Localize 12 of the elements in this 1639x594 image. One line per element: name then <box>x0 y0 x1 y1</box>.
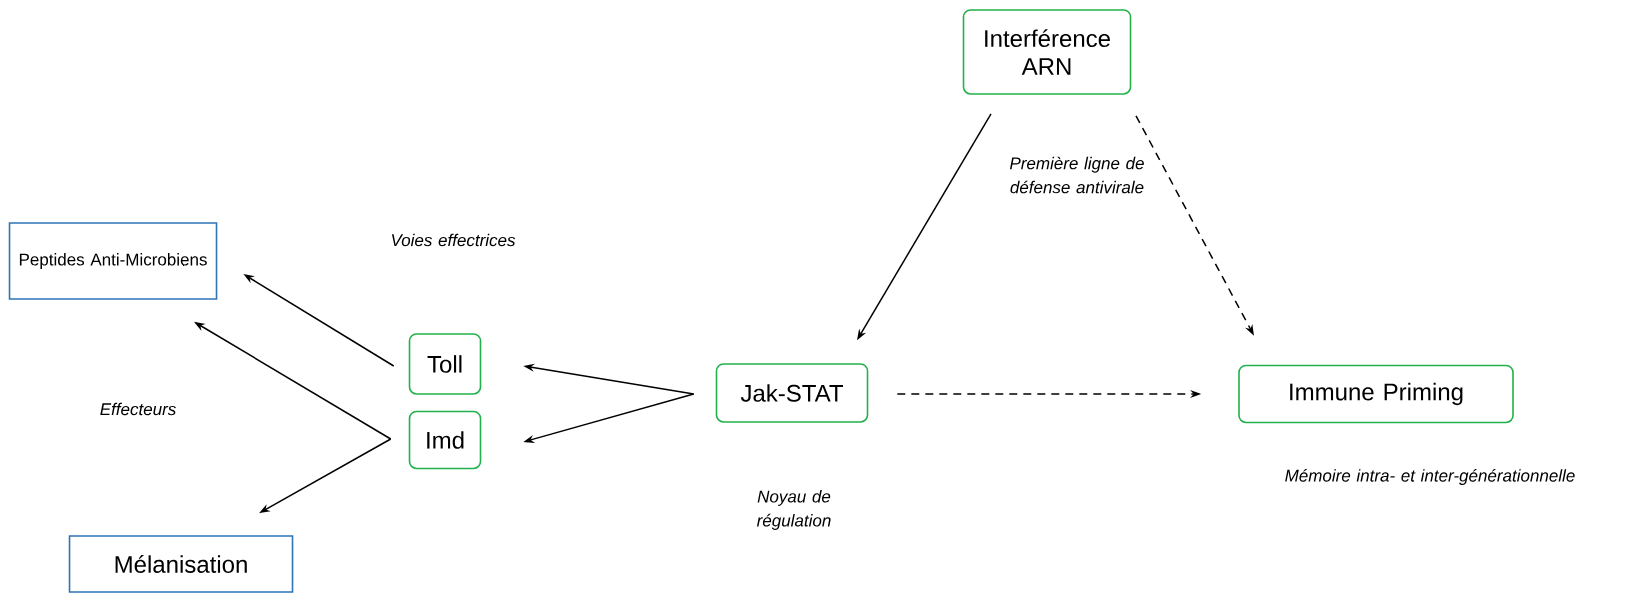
process-box: Toll <box>408 333 482 395</box>
process-box: Jak-STAT <box>715 363 869 423</box>
process-box: Interférence ARN <box>962 9 1132 95</box>
output-box: Mélanisation <box>68 535 294 593</box>
process-box: Imd <box>408 410 482 470</box>
annotation: Effecteurs <box>100 402 176 416</box>
output-box: Peptides Anti-Microbiens <box>8 222 218 300</box>
annotation: Voies effectrices <box>391 233 516 247</box>
annotation: Première ligne de défense antivirale <box>1009 156 1144 194</box>
process-box: Immune Priming <box>1238 364 1514 424</box>
annotation: Noyau de régulation <box>756 490 831 530</box>
annotation: Mémoire intra- et inter-générationnelle <box>1285 468 1575 485</box>
